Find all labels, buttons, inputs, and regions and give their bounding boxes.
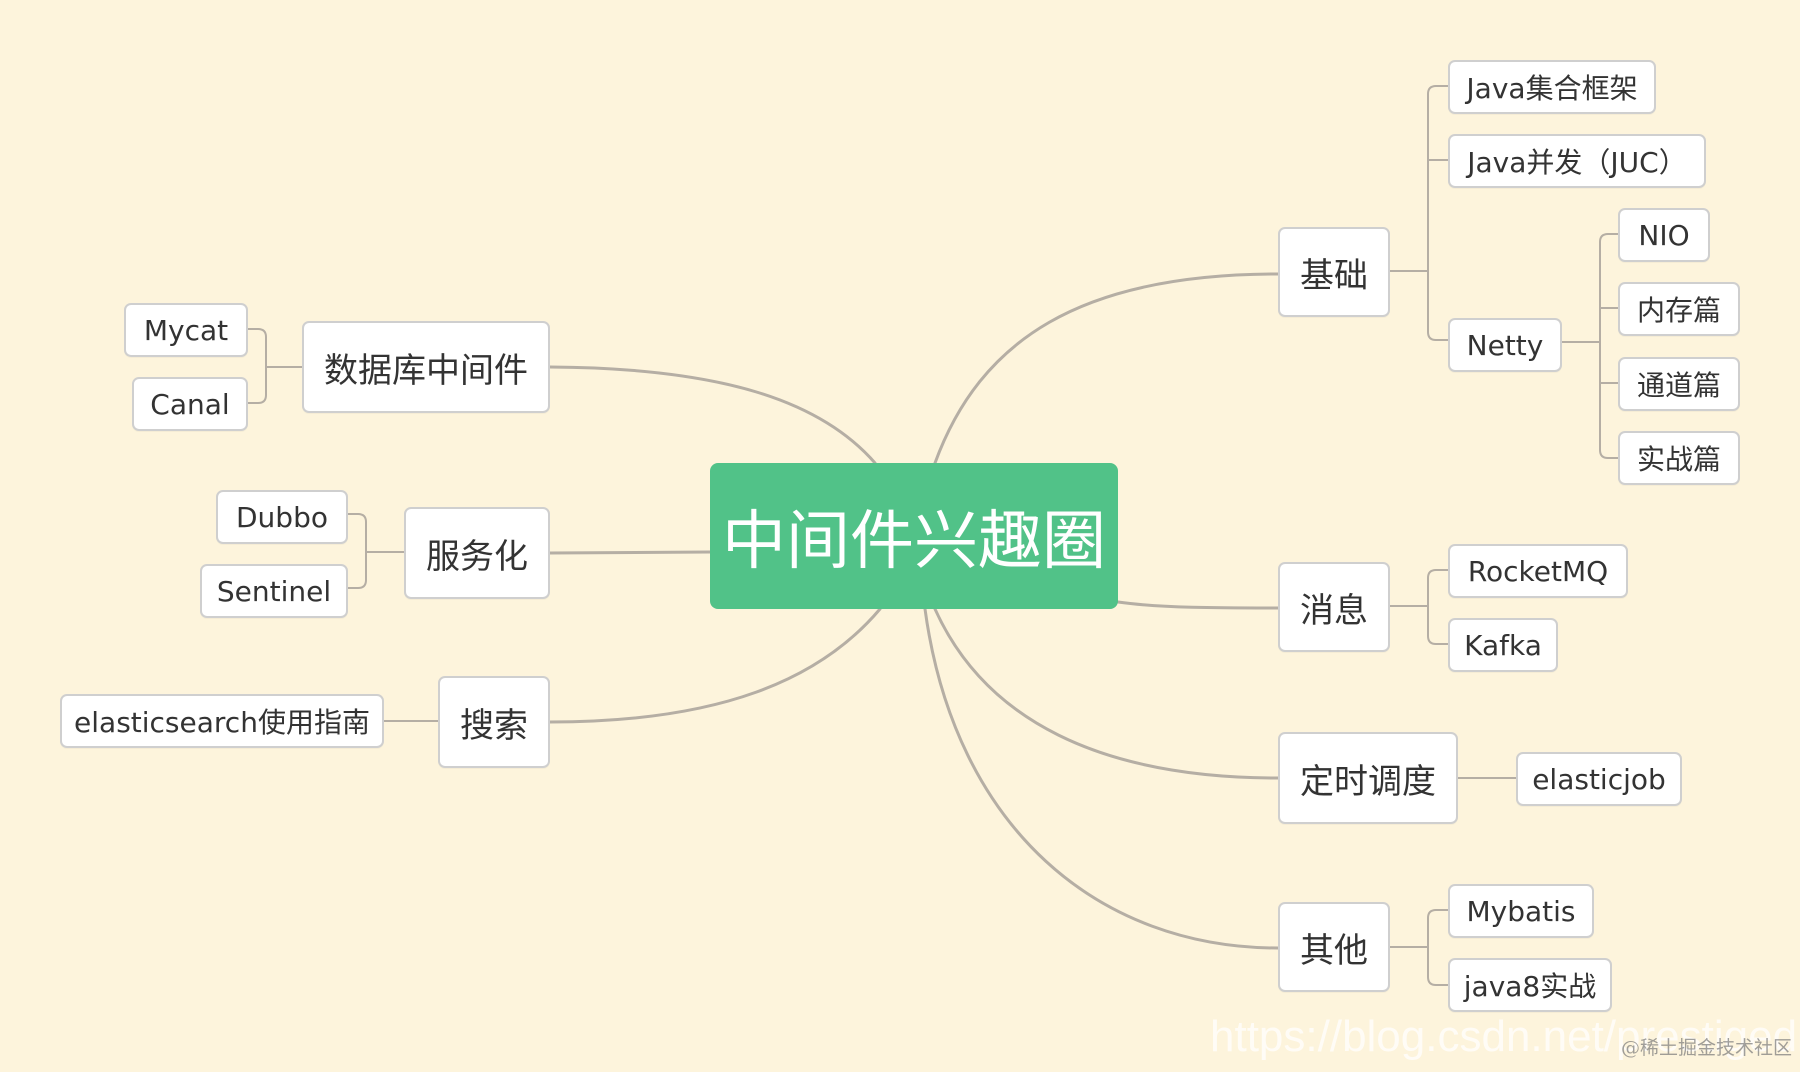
node-mybatis[interactable]: Mybatis xyxy=(1448,884,1594,938)
node-database[interactable]: 数据库中间件 xyxy=(302,321,550,413)
node-search[interactable]: 搜索 xyxy=(438,676,550,768)
bracket-basics xyxy=(1390,85,1448,341)
node-dubbo[interactable]: Dubbo xyxy=(216,490,348,544)
watermark-site: @稀土掘金技术社区 xyxy=(1620,1037,1792,1059)
node-java-collections[interactable]: Java集合框架 xyxy=(1448,60,1656,114)
node-java-juc[interactable]: Java并发（JUC） xyxy=(1448,134,1706,188)
bracket-database xyxy=(248,328,302,404)
link-root-schedule xyxy=(933,607,1280,780)
root-node[interactable]: 中间件兴趣圈 xyxy=(710,463,1118,609)
bracket-other xyxy=(1390,909,1448,986)
link-root-basics xyxy=(933,272,1280,465)
watermark-url: https://blog.csdn.net/prestigeding xyxy=(1210,1012,1800,1061)
node-nio[interactable]: NIO xyxy=(1618,208,1710,262)
node-kafka[interactable]: Kafka xyxy=(1448,618,1558,672)
node-netty[interactable]: Netty xyxy=(1448,318,1562,372)
node-schedule[interactable]: 定时调度 xyxy=(1278,732,1458,824)
link-root-search xyxy=(548,607,882,724)
link-root-other xyxy=(923,607,1280,950)
link-root-service xyxy=(548,550,712,555)
node-elasticjob[interactable]: elasticjob xyxy=(1516,752,1682,806)
bracket-netty xyxy=(1562,233,1618,459)
bracket-service xyxy=(348,513,404,589)
node-message[interactable]: 消息 xyxy=(1278,562,1390,652)
link-root-message xyxy=(1116,600,1280,610)
node-practice[interactable]: 实战篇 xyxy=(1618,431,1740,485)
node-canal[interactable]: Canal xyxy=(132,377,248,431)
node-sentinel[interactable]: Sentinel xyxy=(200,564,348,618)
node-mycat[interactable]: Mycat xyxy=(124,303,248,357)
link-root-database xyxy=(548,365,877,465)
node-memory[interactable]: 内存篇 xyxy=(1618,282,1740,336)
bracket-message xyxy=(1390,569,1448,645)
node-service[interactable]: 服务化 xyxy=(404,507,550,599)
node-other[interactable]: 其他 xyxy=(1278,902,1390,992)
node-basics[interactable]: 基础 xyxy=(1278,227,1390,317)
node-java8[interactable]: java8实战 xyxy=(1448,958,1612,1012)
node-rocketmq[interactable]: RocketMQ xyxy=(1448,544,1628,598)
node-es-guide[interactable]: elasticsearch使用指南 xyxy=(60,694,384,748)
node-channel[interactable]: 通道篇 xyxy=(1618,357,1740,411)
